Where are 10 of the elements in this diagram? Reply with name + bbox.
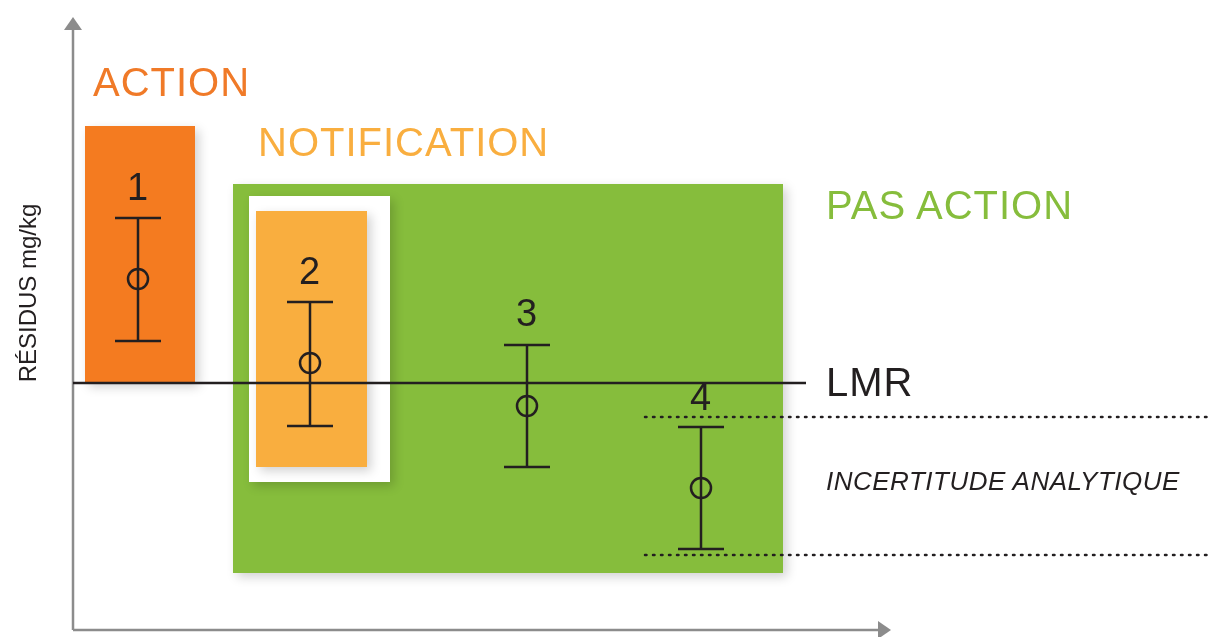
zone-heading: NOTIFICATION [258,122,550,162]
point-number: 4 [690,378,712,416]
zone-heading: ACTION [93,62,251,102]
point-number: 2 [299,252,321,290]
axis-title: RÉSIDUS mg/kg [16,203,40,383]
limit-label: LMR [826,362,914,402]
point-number: 3 [516,294,538,332]
zone-heading: PAS ACTION [826,185,1074,225]
uncertainty-label: INCERTITUDE ANALYTIQUE [826,468,1180,494]
point-number: 1 [127,168,149,206]
